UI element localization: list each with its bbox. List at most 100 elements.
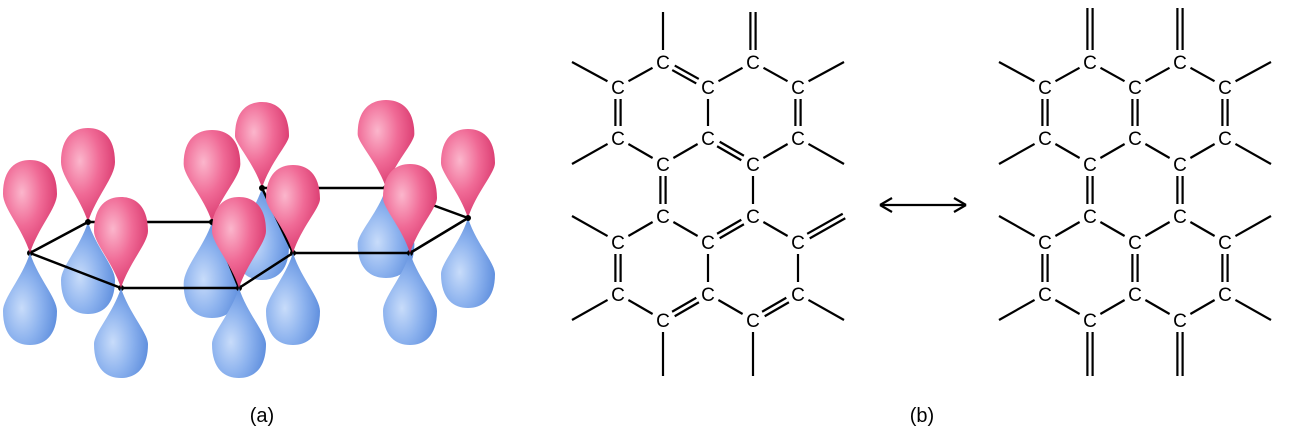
p-orbital-bottom-lobe — [3, 253, 57, 345]
single-bond — [1189, 221, 1216, 237]
p-orbital-top-lobe — [357, 100, 415, 188]
single-bond — [1099, 143, 1126, 159]
carbon-atom-label: C — [656, 207, 670, 228]
double-bond-line — [806, 212, 844, 235]
carbon-atom-label: C — [746, 155, 760, 176]
single-bond — [672, 221, 699, 237]
carbon-atom-label: C — [656, 155, 670, 176]
carbon-atom-label: C — [1218, 285, 1232, 306]
carbon-atom-label: C — [791, 285, 805, 306]
carbon-atom-label: C — [611, 285, 625, 306]
single-bond — [627, 221, 654, 237]
carbon-atom-label: C — [1128, 129, 1142, 150]
ring-bond — [29, 251, 122, 290]
double-bond-line — [719, 140, 745, 157]
p-orbital-bottom-lobe — [94, 288, 148, 378]
carbon-atom-label: C — [1038, 285, 1052, 306]
p-orbital-top-lobe — [183, 130, 241, 222]
single-bond — [1054, 221, 1081, 237]
single-bond — [1054, 66, 1081, 83]
carbon-atom-label: C — [1218, 233, 1232, 254]
double-bond-line — [716, 218, 742, 235]
single-bond — [1235, 61, 1272, 83]
p-orbital-bottom-lobe — [441, 218, 495, 308]
single-bond — [717, 66, 744, 83]
carbon-atom-label: C — [1038, 78, 1052, 99]
single-bond — [998, 298, 1036, 321]
carbon-atom-label: C — [746, 207, 760, 228]
carbon-atom-label: C — [701, 233, 715, 254]
double-bond-line — [764, 301, 790, 318]
carbon-atom-label: C — [1083, 207, 1097, 228]
carbon-atom-label: C — [1173, 53, 1187, 74]
single-bond — [1234, 298, 1272, 321]
double-bond-line — [761, 296, 787, 313]
single-bond — [717, 299, 744, 315]
p-orbital-top-lobe — [235, 102, 289, 188]
carbon-nucleus — [465, 215, 471, 221]
double-bond-line — [671, 296, 697, 313]
ring-bond — [409, 216, 469, 255]
carbon-atom-label: C — [791, 78, 805, 99]
p-orbital-top-lobe — [61, 128, 115, 222]
single-bond — [1234, 215, 1272, 238]
carbon-atom-label: C — [611, 233, 625, 254]
double-bond-line — [674, 64, 700, 80]
p-orbital-top-lobe — [266, 165, 320, 253]
single-bond — [571, 298, 609, 321]
double-bond-line — [716, 145, 742, 162]
carbon-atom-label: C — [1038, 233, 1052, 254]
single-bond — [1099, 299, 1126, 315]
single-bond — [807, 298, 845, 321]
double-bond-line — [671, 69, 697, 85]
carbon-atom-label: C — [791, 129, 805, 150]
carbon-atom-label: C — [611, 129, 625, 150]
single-bond — [627, 143, 654, 159]
single-bond — [1054, 299, 1081, 315]
carbon-atom-label: C — [1173, 311, 1187, 332]
carbon-atom-label: C — [1218, 129, 1232, 150]
single-bond — [1189, 143, 1216, 159]
single-bond — [998, 61, 1035, 83]
single-bond — [1234, 142, 1272, 165]
single-bond — [762, 221, 789, 237]
single-bond — [807, 142, 845, 165]
double-headed-arrow-icon — [879, 197, 967, 213]
p-orbital-bottom-lobe — [61, 222, 115, 314]
carbon-atom-label: C — [701, 129, 715, 150]
panel-a-label: (a) — [250, 405, 274, 427]
single-bond — [571, 215, 609, 238]
p-orbital-top-lobe — [383, 164, 437, 253]
single-bond — [1144, 143, 1171, 159]
p-orbital-top-lobe — [212, 197, 266, 288]
carbon-atom-label: C — [1083, 311, 1097, 332]
single-bond — [998, 142, 1036, 165]
carbon-atom-label: C — [656, 53, 670, 74]
carbon-atom-label: C — [1173, 155, 1187, 176]
carbon-atom-label: C — [1173, 207, 1187, 228]
carbon-atom-label: C — [1038, 129, 1052, 150]
single-bond — [571, 142, 609, 165]
double-bond-line — [809, 217, 846, 240]
p-orbital-bottom-lobe — [266, 253, 320, 345]
carbon-atom-label: C — [791, 233, 805, 254]
single-bond — [1099, 221, 1126, 237]
single-bond — [808, 61, 845, 83]
carbon-atom-label: C — [611, 78, 625, 99]
carbon-nucleus — [85, 219, 91, 225]
double-bond-line — [719, 223, 745, 240]
single-bond — [1144, 66, 1171, 83]
carbon-atom-label: C — [1083, 53, 1097, 74]
carbon-atom-label: C — [1218, 78, 1232, 99]
p-orbital-top-lobe — [94, 197, 148, 288]
p-orbital-bottom-lobe — [383, 253, 437, 345]
double-bond-line — [674, 301, 700, 318]
ring-bond — [29, 220, 89, 255]
carbon-nucleus — [259, 185, 265, 191]
single-bond — [762, 66, 789, 83]
single-bond — [1054, 143, 1081, 159]
single-bond — [1144, 299, 1171, 315]
